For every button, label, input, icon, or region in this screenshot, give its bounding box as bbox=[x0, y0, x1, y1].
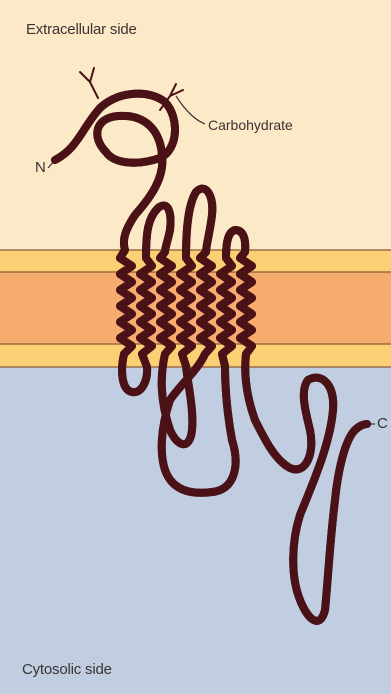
extracellular-side-label: Extracellular side bbox=[26, 22, 137, 37]
c-terminus-label: C bbox=[377, 416, 388, 431]
n-terminus-label: N bbox=[35, 160, 46, 175]
cytosolic-side-label: Cytosolic side bbox=[22, 662, 112, 677]
carbohydrate-label: Carbohydrate bbox=[208, 118, 293, 132]
outer-leaflet bbox=[0, 250, 391, 272]
